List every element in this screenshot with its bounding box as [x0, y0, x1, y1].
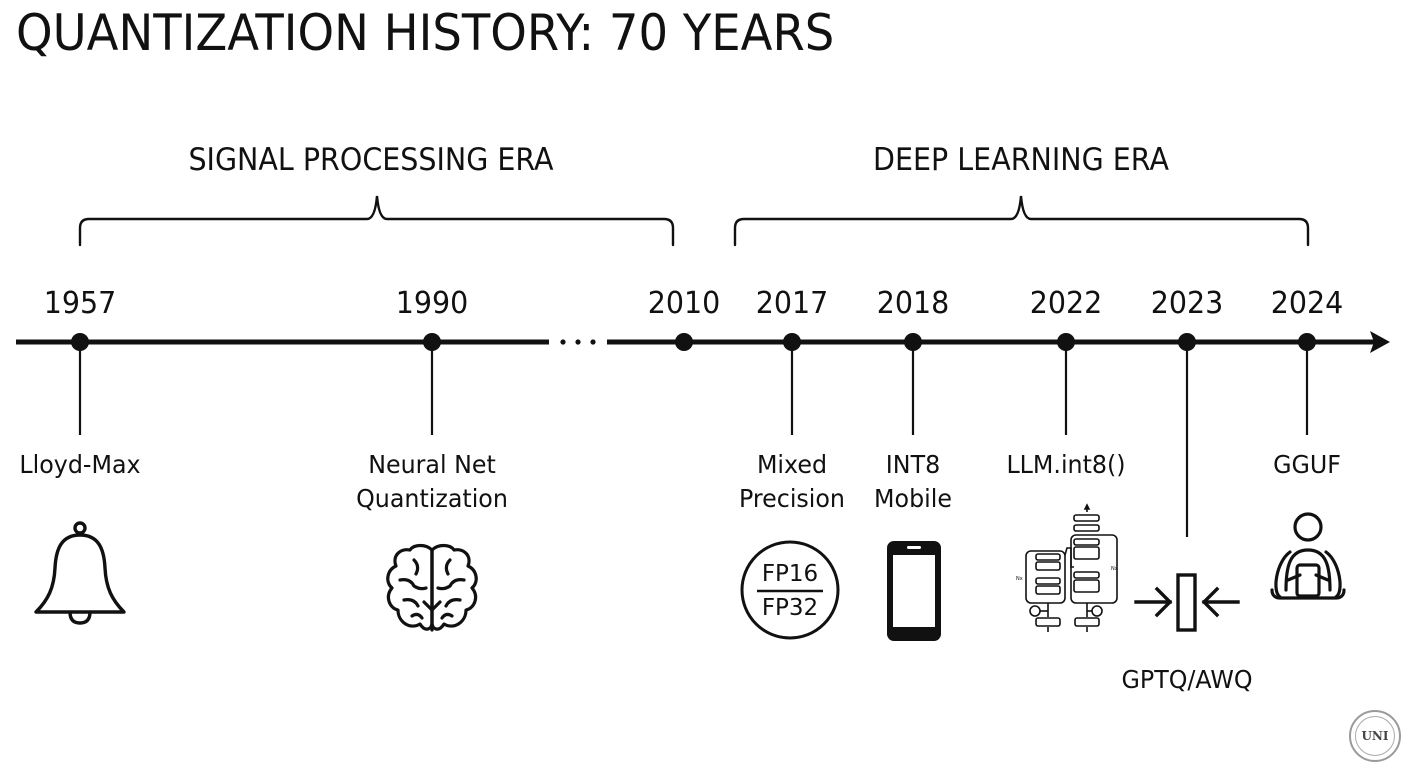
- event-dot-2018: [904, 333, 922, 351]
- bell-icon: [34, 521, 126, 625]
- event-dot-2010: [675, 333, 693, 351]
- svg-text:Nx: Nx: [1111, 566, 1118, 572]
- year-label-2022: 2022: [1029, 286, 1103, 321]
- year-label-2010: 2010: [647, 286, 721, 321]
- brain-icon: [386, 543, 478, 632]
- event-label-line: Mixed: [756, 450, 828, 479]
- fp16-text: FP16: [761, 561, 819, 587]
- event-label-line: INT8: [885, 450, 941, 479]
- year-label-2018: 2018: [876, 286, 950, 321]
- event-label-int8-mobile: INT8 Mobile: [874, 448, 952, 516]
- event-label-line: LLM.int8(): [1006, 450, 1126, 479]
- event-label-line: Quantization: [356, 484, 508, 513]
- svg-text:Nx: Nx: [1016, 576, 1023, 582]
- event-label-line: Lloyd-Max: [19, 450, 141, 479]
- timeline-axis: [16, 331, 1390, 353]
- era-label-deep-learning: DEEP LEARNING ERA: [873, 142, 1169, 178]
- axis-arrowhead-icon: [1370, 331, 1390, 353]
- smartphone-icon: [887, 541, 941, 641]
- year-label-1990: 1990: [395, 286, 469, 321]
- fp16-fp32-circle-icon: [740, 540, 840, 640]
- event-label-line: Mobile: [874, 484, 952, 513]
- year-label-2017: 2017: [755, 286, 829, 321]
- year-label-2023: 2023: [1150, 286, 1224, 321]
- seal-text: UNI: [1355, 716, 1395, 756]
- event-label-line: Neural Net: [368, 450, 496, 479]
- event-dot-2023: [1178, 333, 1196, 351]
- era-brace-signal-processing: [78, 195, 675, 247]
- event-label-gguf: GGUF: [1273, 448, 1341, 482]
- event-stems: [78, 342, 1309, 537]
- year-label-1957: 1957: [43, 286, 117, 321]
- event-dot-2017: [783, 333, 801, 351]
- event-dot-1957: [71, 333, 89, 351]
- event-label-llm-int8: LLM.int8(): [1006, 448, 1125, 482]
- event-label-mixed-precision: Mixed Precision: [739, 448, 845, 516]
- event-label-line: GPTQ/AWQ: [1121, 665, 1253, 694]
- year-label-2024: 2024: [1270, 286, 1344, 321]
- event-label-line: GGUF: [1273, 450, 1341, 479]
- event-dots: [71, 333, 1316, 351]
- university-seal-logo: UNI: [1349, 710, 1401, 762]
- person-with-device-icon: [1270, 512, 1346, 600]
- page-title: QUANTIZATION HISTORY: 70 YEARS: [16, 4, 835, 62]
- event-dot-2022: [1057, 333, 1075, 351]
- event-label-line: Precision: [739, 484, 845, 513]
- event-label-lloyd-max: Lloyd-Max: [19, 448, 140, 482]
- compress-arrows-icon: [1134, 573, 1240, 632]
- event-dot-2024: [1298, 333, 1316, 351]
- event-label-neural-net-quantization: Neural Net Quantization: [356, 448, 508, 516]
- era-brace-deep-learning: [733, 195, 1310, 247]
- era-label-signal-processing: SIGNAL PROCESSING ERA: [188, 142, 554, 178]
- event-label-gptq-awq: GPTQ/AWQ: [1121, 663, 1252, 697]
- timeline-gap-ellipsis: [560, 339, 596, 345]
- transformer-diagram-icon: Nx Nx: [1016, 503, 1118, 632]
- fp32-text: FP32: [761, 595, 819, 621]
- event-dot-1990: [423, 333, 441, 351]
